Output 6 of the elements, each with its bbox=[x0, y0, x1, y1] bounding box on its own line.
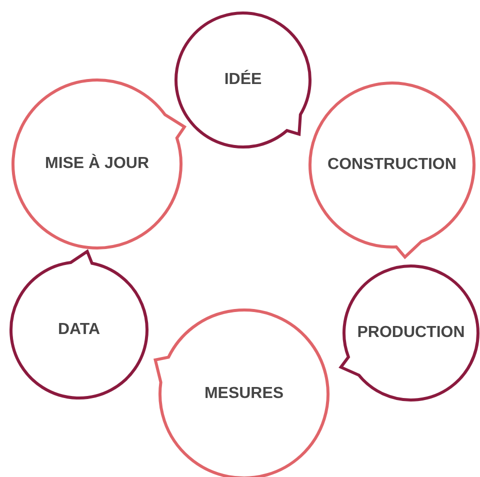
bubble-label: CONSTRUCTION bbox=[328, 155, 456, 175]
bubble-label: DATA bbox=[58, 320, 100, 340]
bubble-label: PRODUCTION bbox=[357, 323, 465, 343]
bubble-label: MISE À JOUR bbox=[44, 152, 149, 174]
bubble-label: IDÉE bbox=[224, 68, 262, 90]
bubble-label: MESURES bbox=[204, 384, 284, 404]
